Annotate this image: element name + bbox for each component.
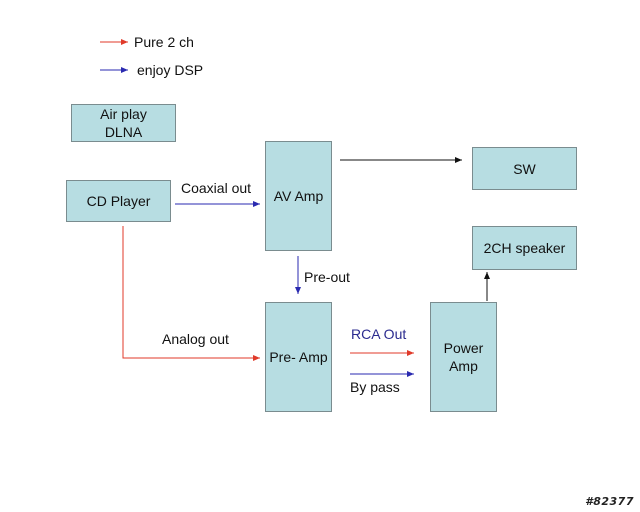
- node-cd-player: CD Player: [66, 180, 171, 222]
- node-airplay-dlna: Air play DLNA: [71, 104, 176, 142]
- node-power-amp: Power Amp: [430, 302, 497, 412]
- watermark: #82377: [585, 495, 634, 508]
- legend-pure-label: Pure 2 ch: [134, 34, 194, 50]
- label-rca-out: RCA Out: [351, 326, 407, 342]
- node-av-amp: AV Amp: [265, 141, 332, 251]
- analog-out-arrow: [122, 226, 260, 361]
- label-analog-out: Analog out: [162, 331, 229, 347]
- node-sw: SW: [472, 147, 577, 190]
- legend-dsp-label: enjoy DSP: [137, 62, 204, 78]
- label-coaxial-out: Coaxial out: [181, 180, 252, 196]
- node-pre-amp: Pre- Amp: [265, 302, 332, 412]
- label-by-pass: By pass: [350, 379, 400, 395]
- node-2ch-speaker: 2CH speaker: [472, 226, 577, 270]
- label-pre-out: Pre-out: [304, 269, 350, 285]
